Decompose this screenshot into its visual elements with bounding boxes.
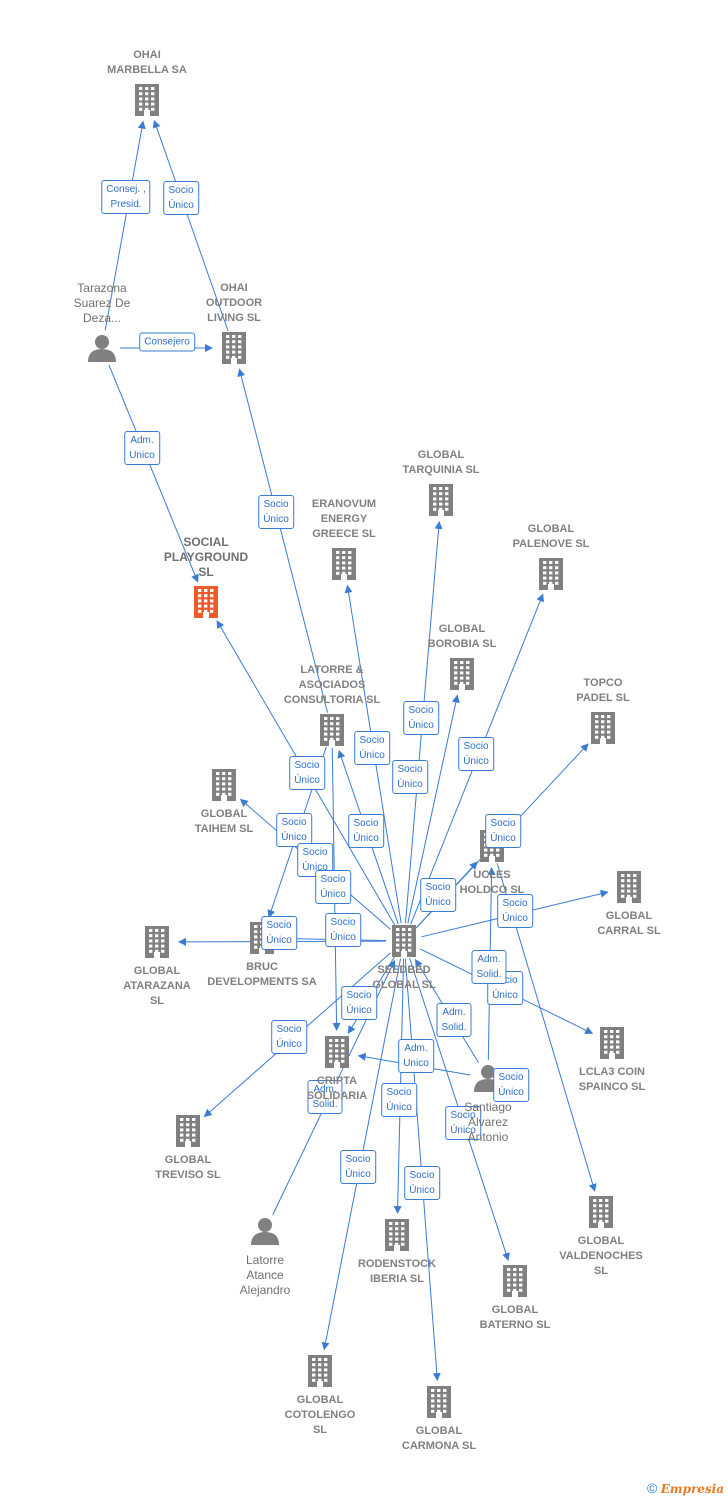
- edge-label[interactable]: Socio Único: [381, 1083, 417, 1117]
- building-icon: [600, 1027, 624, 1059]
- building-icon: [591, 712, 615, 744]
- building-icon: [385, 1219, 409, 1251]
- building-icon: [320, 714, 344, 746]
- node-label-latorre_asoc[interactable]: LATORRE & ASOCIADOS CONSULTORIA SL: [283, 664, 381, 706]
- edge-label[interactable]: Socio Único: [392, 760, 428, 794]
- edge-label[interactable]: Consej. , Presid.: [101, 180, 151, 214]
- copyright-symbol: ©: [647, 1480, 658, 1496]
- edge-label[interactable]: Socio Único: [271, 1020, 307, 1054]
- edge-label[interactable]: Adm. Solid.: [307, 1080, 343, 1114]
- node-label-santiago[interactable]: Santiago Alvarez Antonio: [464, 1100, 512, 1144]
- edge-label[interactable]: Consejero: [139, 332, 195, 352]
- edge-label[interactable]: Socio Único: [276, 813, 312, 847]
- edge-label[interactable]: Socio Único: [403, 701, 439, 735]
- edge-label[interactable]: Adm. Unico: [124, 431, 160, 465]
- node-label-ohai_outdoor[interactable]: OHAI OUTDOOR LIVING SL: [205, 282, 263, 324]
- edge-label[interactable]: Socio Único: [497, 894, 533, 928]
- edge-label[interactable]: Socio Único: [341, 986, 377, 1020]
- edge-label[interactable]: Adm. Solid.: [436, 1003, 472, 1037]
- building-icon: [135, 84, 159, 116]
- person-icon: [88, 335, 116, 362]
- empresia-logo: Empresia: [660, 1482, 724, 1496]
- person-icon: [251, 1218, 279, 1245]
- edge-label[interactable]: Socio Único: [258, 495, 294, 529]
- node-label-seedbed[interactable]: SEEDBED GLOBAL SL: [372, 964, 436, 991]
- node-label-eranovum[interactable]: ERANOVUM ENERGY GREECE SL: [311, 498, 377, 540]
- building-icon: [429, 484, 453, 516]
- edge-label[interactable]: Socio Único: [420, 878, 456, 912]
- node-label-taihem[interactable]: GLOBAL TAIHEM SL: [194, 808, 254, 835]
- edge-label[interactable]: Socio Único: [315, 870, 351, 904]
- edge-label[interactable]: Socio Único: [163, 181, 199, 215]
- node-label-tarquinia[interactable]: GLOBAL TARQUINIA SL: [402, 449, 480, 476]
- node-label-carmona[interactable]: GLOBAL CARMONA SL: [401, 1425, 477, 1452]
- building-icon: [539, 558, 563, 590]
- node-label-cripta[interactable]: CRIPTA SOLIDARIA: [306, 1075, 368, 1102]
- edge-label[interactable]: Adm. Unico: [398, 1039, 434, 1073]
- edge-latorre_asoc-to-ohai_outdoor: [237, 368, 329, 713]
- building-icon: [176, 1115, 200, 1147]
- node-label-bruc[interactable]: BRUC DEVELOPMENTS SA: [207, 961, 317, 988]
- edge-label[interactable]: Socio Único: [348, 814, 384, 848]
- node-label-borobia[interactable]: GLOBAL BOROBIA SL: [427, 623, 497, 650]
- node-label-carral[interactable]: GLOBAL CARRAL SL: [597, 910, 661, 937]
- edge-label[interactable]: Socio Único: [493, 1068, 529, 1102]
- node-label-latorre_alej[interactable]: Latorre Atance Alejandro: [239, 1253, 291, 1297]
- edge-tarazona-to-social: [108, 364, 199, 583]
- edge-label[interactable]: Socio Único: [261, 916, 297, 950]
- node-label-treviso[interactable]: GLOBAL TREVISO SL: [155, 1154, 221, 1181]
- edge-tarazona-to-ohai_marbella: [104, 120, 146, 331]
- node-label-ohai_marbella[interactable]: OHAI MARBELLA SA: [107, 49, 187, 76]
- building-icon: [450, 658, 474, 690]
- edge-ohai_outdoor-to-ohai_marbella: [152, 119, 229, 332]
- node-label-rodenstock[interactable]: RODENSTOCK IBERIA SL: [357, 1258, 437, 1285]
- footer-brand: © Empresia: [647, 1480, 724, 1496]
- node-label-valdenoches[interactable]: GLOBAL VALDENOCHES SL: [559, 1235, 643, 1277]
- edge-label[interactable]: Socio Único: [340, 1150, 376, 1184]
- building-icon: [589, 1196, 613, 1228]
- edge-label[interactable]: Socio Único: [404, 1166, 440, 1200]
- edge-label[interactable]: Adm. Solid.: [471, 950, 507, 984]
- edge-label[interactable]: Socio Único: [485, 814, 521, 848]
- node-label-baterno[interactable]: GLOBAL BATERNO SL: [479, 1304, 551, 1331]
- node-label-ucles[interactable]: UCLES HOLDCO SL: [459, 869, 525, 896]
- node-label-lcla3[interactable]: LCLA3 COIN SPAINCO SL: [578, 1066, 646, 1093]
- edge-seedbed-to-borobia: [407, 694, 460, 924]
- node-label-palenove[interactable]: GLOBAL PALENOVE SL: [512, 523, 590, 550]
- building-icon: [212, 769, 236, 801]
- node-label-cotolengo[interactable]: GLOBAL COTOLENGO SL: [284, 1394, 356, 1436]
- node-label-tarazona[interactable]: Tarazona Suarez De Deza...: [73, 281, 131, 325]
- building-icon: [427, 1386, 451, 1418]
- building-icon: [617, 871, 641, 903]
- edge-label[interactable]: Socio Único: [458, 737, 494, 771]
- node-label-social[interactable]: SOCIAL PLAYGROUND SL: [163, 535, 249, 579]
- building-icon: [325, 1036, 349, 1068]
- building-icon: [392, 925, 416, 957]
- node-label-atarazana[interactable]: GLOBAL ATARAZANA SL: [123, 965, 191, 1007]
- building-icon: [332, 548, 356, 580]
- edge-label[interactable]: Socio Único: [445, 1106, 481, 1140]
- node-label-topco[interactable]: TOPCO PADEL SL: [576, 677, 630, 704]
- building-icon: [222, 332, 246, 364]
- edge-label[interactable]: Socio Único: [289, 756, 325, 790]
- building-icon: [503, 1265, 527, 1297]
- edge-label[interactable]: Socio Único: [354, 731, 390, 765]
- edge-label[interactable]: Socio Único: [325, 913, 361, 947]
- building-icon: [308, 1355, 332, 1387]
- building-icon: [145, 926, 169, 958]
- building-icon: [194, 586, 218, 618]
